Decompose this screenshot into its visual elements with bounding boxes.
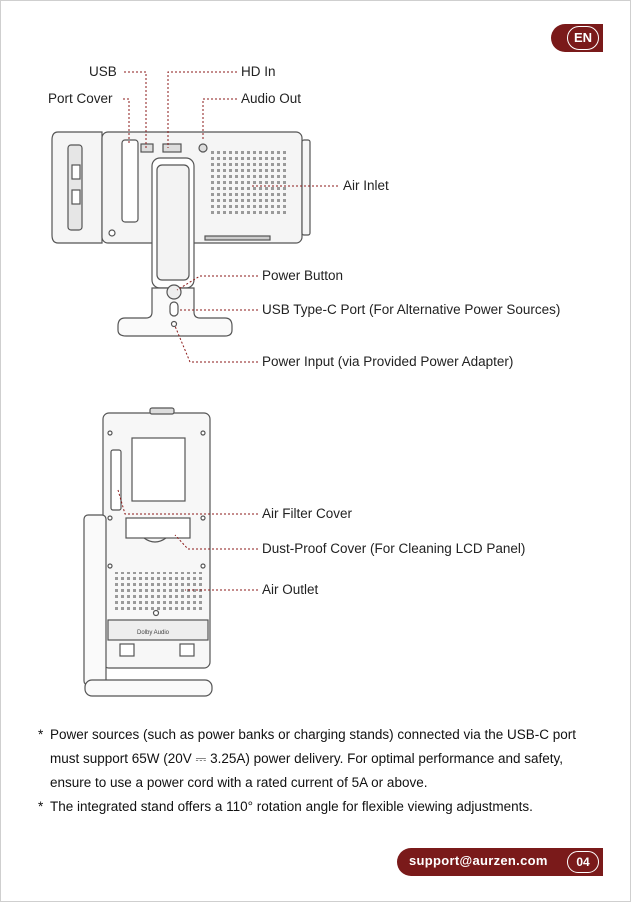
page-number: 04 — [567, 851, 599, 873]
power-input-label: Power Input (via Provided Power Adapter) — [262, 354, 514, 369]
air-filter-cover-label: Air Filter Cover — [262, 506, 353, 521]
support-email[interactable]: support@aurzen.com — [409, 853, 548, 868]
footnote: *The integrated stand offers a 110° rota… — [38, 795, 608, 819]
dolby-logo-text: Dolby Audio — [137, 630, 170, 636]
power-button-label: Power Button — [262, 268, 344, 283]
footnotes: *Power sources (such as power banks or c… — [38, 723, 608, 819]
projector-side-view — [51, 131, 311, 337]
footnote-text: Power sources (such as power banks or ch… — [50, 727, 577, 790]
port-cover-label: Port Cover — [48, 91, 113, 106]
leader-lines — [117, 71, 338, 591]
air-outlet-label: Air Outlet — [262, 582, 319, 597]
usb-label: USB — [89, 64, 117, 79]
dust-proof-cover-label: Dust-Proof Cover (For Cleaning LCD Panel… — [262, 541, 526, 556]
language-label: EN — [567, 26, 599, 50]
audio-out-label: Audio Out — [241, 91, 302, 106]
projector-back-view — [83, 407, 213, 697]
air-inlet-label: Air Inlet — [343, 178, 389, 193]
language-badge: EN — [551, 24, 603, 52]
device-diagram: Dolby Audio — [51, 71, 338, 697]
footer-bar: support@aurzen.com 04 — [397, 848, 603, 876]
usb-c-port-label: USB Type-C Port (For Alternative Power S… — [262, 302, 561, 317]
footnote-text: The integrated stand offers a 110° rotat… — [50, 799, 533, 814]
footnote: *Power sources (such as power banks or c… — [38, 723, 608, 795]
hd-in-label: HD In — [241, 64, 276, 79]
